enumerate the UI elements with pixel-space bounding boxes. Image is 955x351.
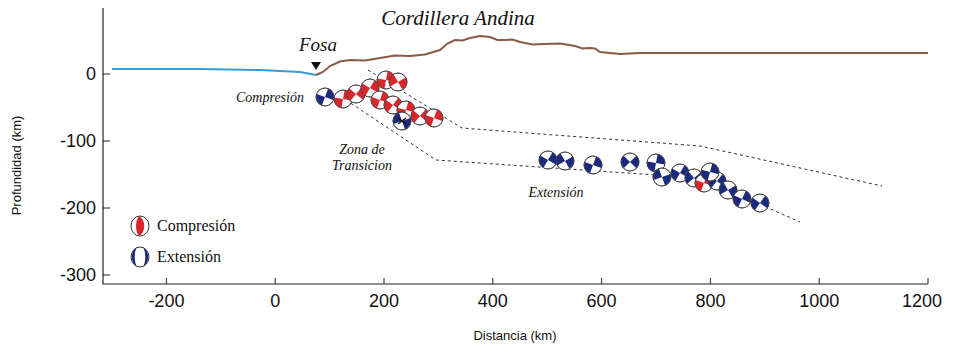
tick-label: 400 <box>478 291 508 312</box>
zone-label: Compresión <box>236 90 304 106</box>
focal-mechanism <box>425 109 443 127</box>
tick-label: -300 <box>60 265 96 286</box>
x-tick <box>384 278 385 284</box>
legend-color <box>132 247 149 267</box>
y-tick <box>103 141 110 142</box>
x-tick <box>928 278 929 284</box>
region-title: Cordillera Andina <box>381 6 534 30</box>
tick-label: 200 <box>369 291 399 312</box>
focal-mechanism <box>701 163 719 181</box>
legend <box>131 216 149 267</box>
axis-title: Distancia (km) <box>473 329 556 344</box>
x-tick <box>819 278 820 284</box>
legend-text: Compresión <box>157 217 235 235</box>
y-tick <box>103 275 110 276</box>
trench-label: Fosa <box>299 34 337 56</box>
x-tick <box>710 278 711 284</box>
focal-mechanism <box>393 112 411 130</box>
topography <box>316 36 928 75</box>
zone-label: Zona de Transicion <box>323 142 401 174</box>
focal-mechanism <box>389 73 407 91</box>
focal-mechanism <box>653 168 671 186</box>
x-tick <box>275 278 276 284</box>
axis-title: Profundidad (km) <box>11 115 26 215</box>
star-marker <box>398 118 406 124</box>
x-tick <box>492 278 493 284</box>
trench-marker <box>311 62 321 70</box>
zone-label: Extensión <box>528 185 583 201</box>
y-tick <box>103 208 110 209</box>
x-tick <box>166 278 167 284</box>
focal-mechanism <box>621 153 639 171</box>
focal-mechanism <box>316 88 334 106</box>
tick-label: 0 <box>270 291 280 312</box>
tick-label: 1000 <box>799 291 839 312</box>
axis-frame <box>103 8 928 284</box>
ocean-floor <box>112 69 316 75</box>
x-tick <box>601 278 602 284</box>
tick-label: -200 <box>60 198 96 219</box>
slab-bottom <box>346 100 800 222</box>
focal-mechanism <box>556 152 574 170</box>
tick-label: -100 <box>60 131 96 152</box>
legend-swatch <box>131 216 149 236</box>
legend-text: Extensión <box>157 248 221 266</box>
focal-mechanism <box>733 190 751 208</box>
legend-swatch <box>131 247 149 267</box>
tick-label: 1200 <box>902 291 942 312</box>
tick-label: 800 <box>695 291 725 312</box>
focal-mechanism <box>584 156 602 174</box>
focal-mechanisms <box>316 71 769 212</box>
tick-label: -200 <box>148 291 184 312</box>
tick-label: 600 <box>587 291 617 312</box>
focal-mechanism <box>751 194 769 212</box>
legend-color <box>136 216 144 236</box>
focal-mechanism <box>539 151 557 169</box>
tick-label: 0 <box>86 64 96 85</box>
y-tick <box>103 74 110 75</box>
slab-top <box>368 70 882 186</box>
